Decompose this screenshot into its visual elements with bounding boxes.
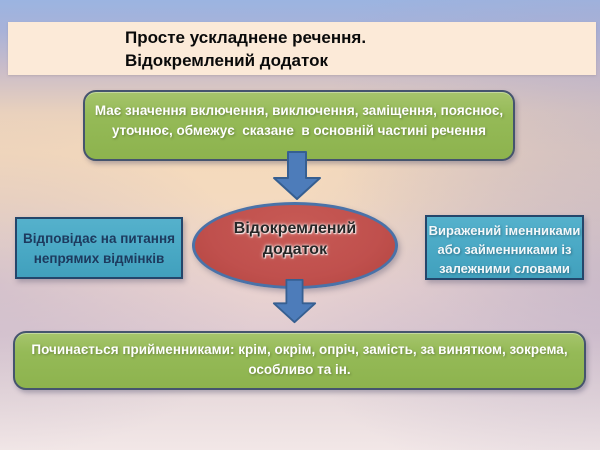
prepositions-box: Починається прийменниками: крім, окрім, … (13, 331, 586, 390)
prepositions-line-1: Починається прийменниками: крім, окрім, … (31, 342, 568, 357)
expressed-by-box: Виражений іменниками або займенниками із… (425, 215, 584, 280)
questions-line-2: непрямих відмінків (33, 251, 165, 266)
expressed-line-2: або займенниками із (437, 242, 572, 257)
ellipse-line-2: додаток (262, 241, 328, 258)
questions-line-1: Відповідає на питання (23, 231, 175, 246)
prepositions-line-2: особливо та ін. (248, 362, 351, 377)
slide-title-box: Просте ускладнене речення. Відокремлений… (8, 22, 596, 75)
questions-box: Відповідає на питання непрямих відмінків (15, 217, 183, 279)
expressed-line-3: залежними словами (439, 261, 570, 276)
slide-title-line-1: Просте ускладнене речення. (125, 28, 367, 47)
meaning-line-1: Має значення включення, виключення, замі… (94, 103, 504, 118)
meaning-line-2: уточнює, обмежує сказане в основній част… (111, 123, 487, 138)
down-arrow-top-icon (272, 151, 322, 201)
down-arrow-bottom-icon (271, 279, 318, 324)
central-concept-ellipse: Відокремлений додаток (192, 202, 398, 289)
expressed-line-1: Виражений іменниками (428, 223, 581, 238)
slide-title-line-2: Відокремлений додаток (125, 51, 328, 70)
ellipse-line-1: Відокремлений (233, 220, 357, 237)
meaning-description-box: Має значення включення, виключення, замі… (83, 90, 515, 161)
